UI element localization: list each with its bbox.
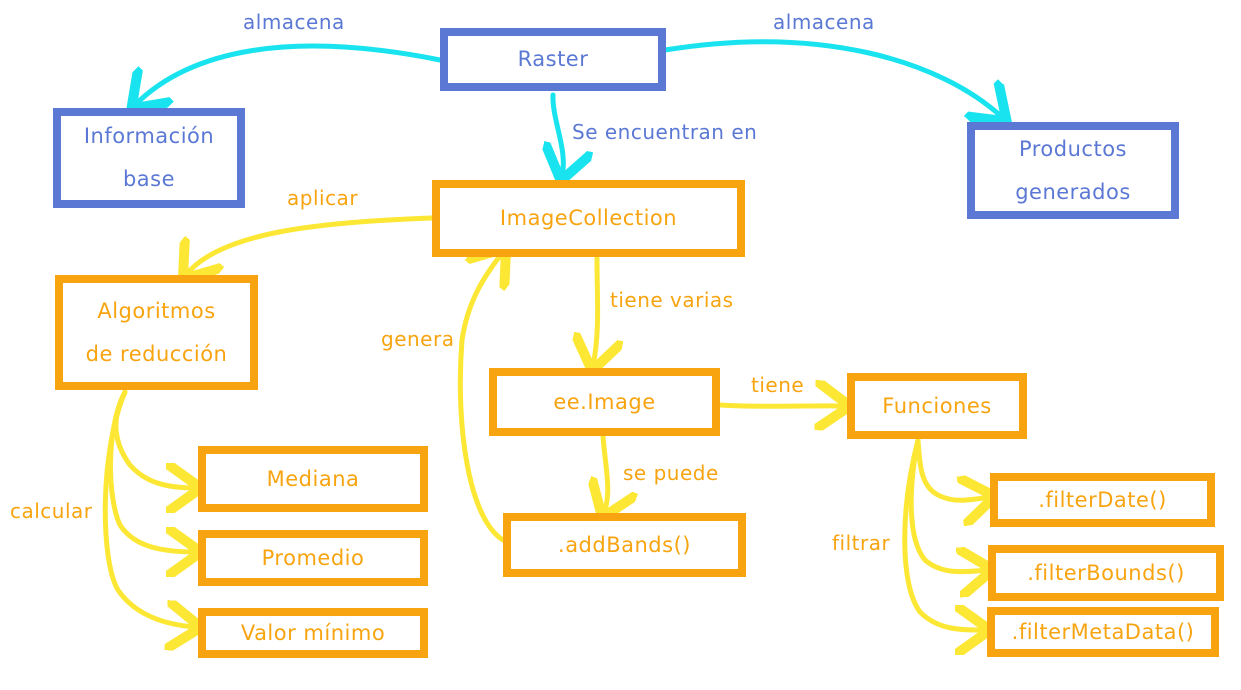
node-ee-image-label: ee.Image: [553, 389, 656, 414]
arrow-raster-to-productos: [662, 39, 1003, 118]
arrow-imagecollection-to-eeimage: [593, 255, 598, 366]
arrow-imagecollection-to-algoritmos: [186, 215, 435, 275]
node-raster-label: Raster: [517, 47, 589, 71]
node-filter-bounds-label: .filterBounds(): [1027, 560, 1185, 585]
arrow-raster-to-informacion: [135, 43, 443, 105]
label-tiene: tiene: [751, 373, 805, 397]
node-filter-date: .filterDate(): [990, 473, 1215, 527]
node-valor-minimo-label: Valor mínimo: [240, 620, 386, 645]
node-image-collection: ImageCollection: [432, 180, 745, 257]
label-almacena-left: almacena: [243, 10, 345, 34]
node-productos-generados: Productos generados: [967, 122, 1179, 219]
label-genera: genera: [381, 327, 455, 351]
arrow-algoritmos-to-valorminimo: [102, 389, 196, 627]
arrow-raster-to-imagecollection: [553, 92, 563, 176]
node-image-collection-label: ImageCollection: [499, 206, 678, 230]
node-filter-metadata-label: .filterMetaData(): [1011, 619, 1195, 644]
arrow-algoritmos-to-mediana: [113, 389, 196, 488]
node-filter-bounds: .filterBounds(): [988, 545, 1224, 601]
node-add-bands: .addBands(): [503, 513, 746, 577]
node-informacion-base-label: Información base: [83, 124, 215, 191]
label-se-puede: se puede: [623, 461, 719, 485]
node-funciones: Funciones: [847, 373, 1027, 439]
arrow-addbands-to-imagecollection: [457, 252, 503, 543]
arrow-eeimage-to-funciones: [717, 405, 845, 406]
node-algoritmos: Algoritmos de reducción: [55, 275, 258, 390]
label-calcular: calcular: [10, 499, 93, 523]
node-valor-minimo: Valor mínimo: [198, 608, 428, 658]
node-algoritmos-label: Algoritmos de reducción: [85, 298, 228, 366]
arrow-algoritmos-to-promedio: [108, 389, 196, 552]
node-informacion-base: Información base: [53, 108, 245, 208]
node-raster: Raster: [440, 28, 666, 91]
node-ee-image: ee.Image: [489, 368, 720, 436]
node-promedio-label: Promedio: [261, 545, 365, 570]
node-add-bands-label: .addBands(): [558, 532, 691, 557]
node-filter-date-label: .filterDate(): [1038, 487, 1167, 512]
node-mediana-label: Mediana: [266, 466, 360, 491]
node-mediana: Mediana: [198, 446, 428, 512]
arrow-funciones-to-filterdate: [915, 437, 990, 500]
node-promedio: Promedio: [198, 530, 428, 586]
arrow-funciones-to-filtermetadata: [902, 437, 985, 630]
label-filtrar: filtrar: [832, 531, 891, 555]
node-filter-metadata: .filterMetaData(): [987, 607, 1219, 657]
label-tiene-varias: tiene varias: [610, 288, 734, 312]
node-funciones-label: Funciones: [882, 393, 992, 418]
label-aplicar: aplicar: [287, 186, 359, 210]
arrow-funciones-to-filterbounds: [908, 437, 988, 572]
arrow-eeimage-to-addbands: [603, 433, 608, 513]
label-se-encuentran-en: Se encuentran en: [572, 120, 758, 144]
node-productos-generados-label: Productos generados: [1015, 136, 1131, 204]
label-almacena-right: almacena: [773, 10, 875, 34]
